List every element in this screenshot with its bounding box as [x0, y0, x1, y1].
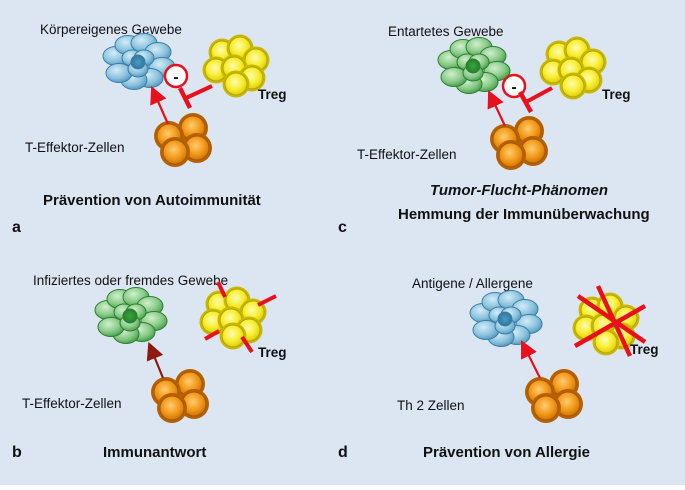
panel-b-letter: b: [12, 444, 22, 461]
panel-b-effector-label: T-Effektor-Zellen: [22, 396, 122, 411]
panel-a-treg-label: Treg: [258, 87, 287, 102]
panel-c-minus-sign: -: [511, 79, 516, 96]
panel-b-activation-arrow: [146, 341, 165, 379]
panel-b-effector-cluster: [151, 369, 209, 423]
panel-b-treg-cluster: [199, 286, 267, 350]
panel-a-effector-cluster: [154, 113, 212, 167]
panel-c-caption-line2: Hemmung der Immunüberwachung: [398, 206, 650, 223]
panel-c-inhibition-line: [525, 86, 553, 104]
panel-d-treg-label: Treg: [630, 342, 659, 357]
panel-b-ray-top: [216, 281, 227, 298]
tissue-core: [497, 311, 513, 327]
panel-c-tissue-cluster: [437, 37, 511, 94]
panel-b-treg-label: Treg: [258, 345, 287, 360]
panel-d: Antigene / Allergene Treg Th 2 Zellen Pr…: [338, 276, 659, 461]
panel-b-tissue-label: Infiziertes oder fremdes Gewebe: [33, 273, 228, 288]
panel-c-activation-arrow: [487, 90, 506, 127]
panel-b: Infiziertes oder fremdes Gewebe Treg T-E…: [12, 273, 287, 461]
panel-d-effector-cluster: [525, 369, 583, 423]
panel-b-ray-left: [204, 329, 220, 341]
panel-a-inhibition-bar: [177, 86, 193, 110]
panel-b-caption: Immunantwort: [103, 444, 206, 461]
panel-d-cross-line-2: [595, 285, 633, 357]
panel-c: Entartetes Gewebe Treg T-Effektor-Zellen…: [338, 24, 650, 236]
panel-c-caption-line1: Tumor-Flucht-Phänomen: [430, 182, 608, 199]
panel-c-effector-label: T-Effektor-Zellen: [357, 147, 457, 162]
effector-cell: [498, 142, 524, 168]
panel-a-tissue-cluster: [102, 33, 176, 90]
panel-a-minus-sign: -: [173, 69, 178, 86]
panel-a-inhibition-line: [185, 84, 213, 100]
panel-d-effector-label: Th 2 Zellen: [397, 398, 465, 413]
panel-c-tissue-label: Entartetes Gewebe: [388, 24, 504, 39]
effector-cell: [162, 139, 188, 165]
effector-cell: [159, 395, 185, 421]
treg-cell: [221, 324, 245, 348]
panel-a: Körpereigenes Gewebe Treg T-Effektor-Zel…: [12, 22, 287, 236]
panel-a-effector-label: T-Effektor-Zellen: [25, 140, 125, 155]
panel-a-letter: a: [12, 219, 21, 236]
panel-d-cross-line-3: [573, 304, 647, 348]
treg-cell: [594, 330, 618, 354]
panel-b-ray-right: [257, 294, 277, 307]
panel-d-activation-arrow: [521, 340, 541, 379]
treg-cell: [561, 74, 585, 98]
panel-a-inhibition-circle: [163, 63, 189, 89]
tissue-core: [465, 58, 481, 74]
panel-b-tissue-cluster: [94, 287, 168, 344]
panel-d-letter: d: [338, 444, 348, 461]
panel-c-treg-label: Treg: [602, 87, 631, 102]
panel-d-tissue-cluster: [469, 290, 543, 347]
panel-c-treg-cluster: [539, 36, 607, 100]
panel-c-letter: c: [338, 219, 347, 236]
panel-b-treg-ray-marks: [204, 281, 277, 354]
panel-a-treg-cluster: [202, 34, 270, 98]
panel-a-tissue-label: Körpereigenes Gewebe: [40, 22, 182, 37]
panel-c-effector-cluster: [490, 116, 548, 170]
panel-d-treg-cross-mark: [573, 285, 647, 357]
panel-c-inhibition-bar: [518, 90, 533, 114]
treg-cell: [224, 72, 248, 96]
panel-d-tissue-label: Antigene / Allergene: [412, 276, 533, 291]
tissue-core: [122, 308, 138, 324]
panel-b-ray-bottom: [240, 335, 254, 354]
panel-d-caption: Prävention von Allergie: [423, 444, 590, 461]
panel-a-activation-arrow: [150, 85, 170, 125]
effector-cell: [533, 395, 559, 421]
panel-c-inhibition-circle: [501, 73, 527, 99]
panel-a-caption: Prävention von Autoimmunität: [43, 192, 261, 209]
tissue-core: [130, 54, 146, 70]
